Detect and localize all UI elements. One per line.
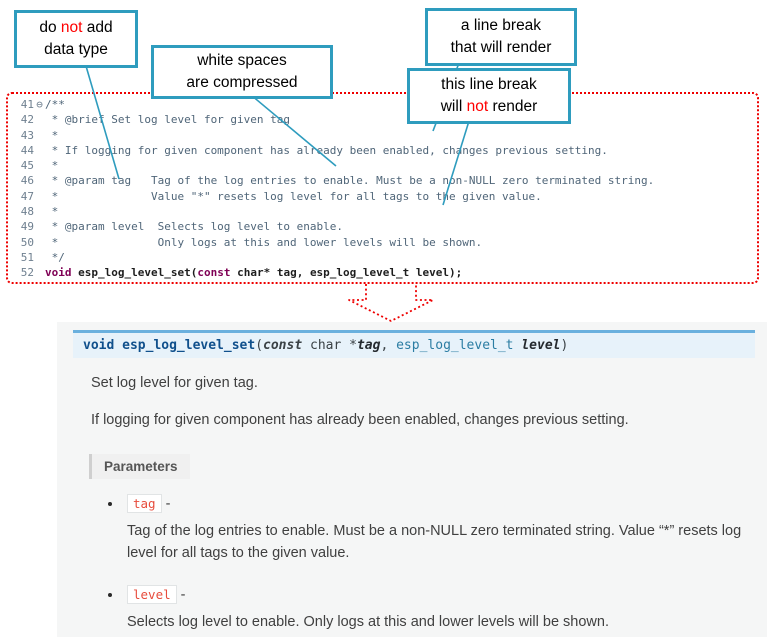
code-text: /** [45, 98, 65, 111]
line-number: 42 [20, 113, 34, 127]
callout-text: will [440, 98, 467, 115]
parameters-heading: Parameters [89, 453, 190, 479]
callout-text: this line break [441, 75, 537, 93]
parameter-head: tag - [127, 493, 767, 513]
code-text: * If logging for given component has alr… [45, 143, 608, 157]
code-line: 52 void esp_log_level_set(const char* tag… [12, 265, 757, 280]
callout-text: do [39, 18, 61, 36]
code-text: void esp_log_level_set(const char* tag, … [45, 266, 463, 280]
parameter-list: tag - Tag of the log entries to enable. … [123, 493, 767, 634]
callout-text: data type [44, 41, 108, 58]
code-text: * @param level Selects log level to enab… [45, 220, 344, 234]
callout-do-not-add-data-type: do not add data type [14, 10, 138, 68]
code-line: 48 * [12, 204, 757, 219]
line-number: 45 [20, 159, 34, 173]
callout-line-break-not-render: this line break will not render [407, 68, 571, 124]
line-number: 50 [20, 235, 34, 249]
red-dotted-arrow [348, 284, 434, 322]
line-number: 47 [20, 189, 34, 203]
param-description: Selects log level to enable. Only logs a… [127, 614, 609, 631]
param-separator: - [176, 587, 186, 604]
code-line: 44 * If logging for given component has … [12, 143, 757, 158]
code-line: 49 * @param level Selects log level to e… [12, 219, 757, 234]
code-line: 45 * [12, 158, 757, 173]
code-line: 46 * @param tag Tag of the log entries t… [12, 173, 757, 188]
parameter-head: level - [127, 585, 767, 605]
param-name-chip: level [127, 585, 177, 605]
callout-text: render [488, 98, 538, 115]
parameter-item: level - Selects log level to enable. Onl… [123, 585, 767, 633]
code-editor-snippet: 41⊖/**42 * @brief Set log level for give… [6, 92, 759, 284]
param-separator: - [161, 495, 171, 512]
code-line: 41⊖/** [12, 97, 757, 112]
param-name-chip: tag [127, 493, 162, 513]
line-number: 46 [20, 174, 34, 188]
line-number: 41 [20, 98, 34, 111]
code-text: */ [45, 250, 65, 264]
code-text: * [45, 205, 59, 219]
callout-text: not [466, 98, 489, 115]
callout-text: white spaces [197, 51, 287, 69]
callout-white-spaces-compressed: white spaces are compressed [151, 45, 333, 99]
function-signature: void esp_log_level_set(const char *tag, … [73, 330, 755, 358]
code-line: 42 * @brief Set log level for given tag [12, 112, 757, 127]
code-text: * @brief Set log level for given tag [45, 113, 291, 127]
brief-text: Set log level for given tag. [91, 375, 258, 391]
code-text: * Only logs at this and lower levels wil… [45, 235, 483, 249]
fold-minus-icon: ⊖ [36, 98, 43, 111]
line-number: 43 [20, 128, 34, 142]
callout-text: are compressed [186, 74, 298, 91]
callout-text: a line break [460, 16, 542, 34]
description-text: If logging for given component has alrea… [91, 411, 629, 428]
code-text: * [45, 159, 59, 173]
line-number: 52 [20, 266, 34, 280]
code-line: 50 * Only logs at this and lower levels … [12, 235, 757, 250]
code-line: 47 * Value "*" resets log level for all … [12, 189, 757, 204]
callout-line-break-renders: a line break that will render [425, 8, 577, 66]
code-lines: 41⊖/**42 * @brief Set log level for give… [12, 97, 757, 281]
code-line: 51 */ [12, 250, 757, 265]
code-line: 43 * [12, 128, 757, 143]
line-number: 48 [20, 205, 34, 219]
parameter-item: tag - Tag of the log entries to enable. … [123, 493, 767, 565]
code-text: * Value "*" resets log level for all tag… [45, 189, 542, 203]
callout-text: that will render [450, 39, 552, 56]
line-number: 49 [20, 220, 34, 234]
line-number: 44 [20, 143, 34, 157]
line-number: 51 [20, 250, 34, 264]
callout-text: add [82, 18, 113, 36]
code-text: * @param tag Tag of the log entries to e… [45, 174, 655, 188]
function-signature-code: void esp_log_level_set(const char *tag, … [83, 338, 569, 353]
param-description: Tag of the log entries to enable. Must b… [127, 522, 742, 561]
callout-text: not [60, 18, 83, 36]
rendered-doc-panel: void esp_log_level_set(const char *tag, … [57, 322, 767, 637]
code-text: * [45, 128, 59, 142]
